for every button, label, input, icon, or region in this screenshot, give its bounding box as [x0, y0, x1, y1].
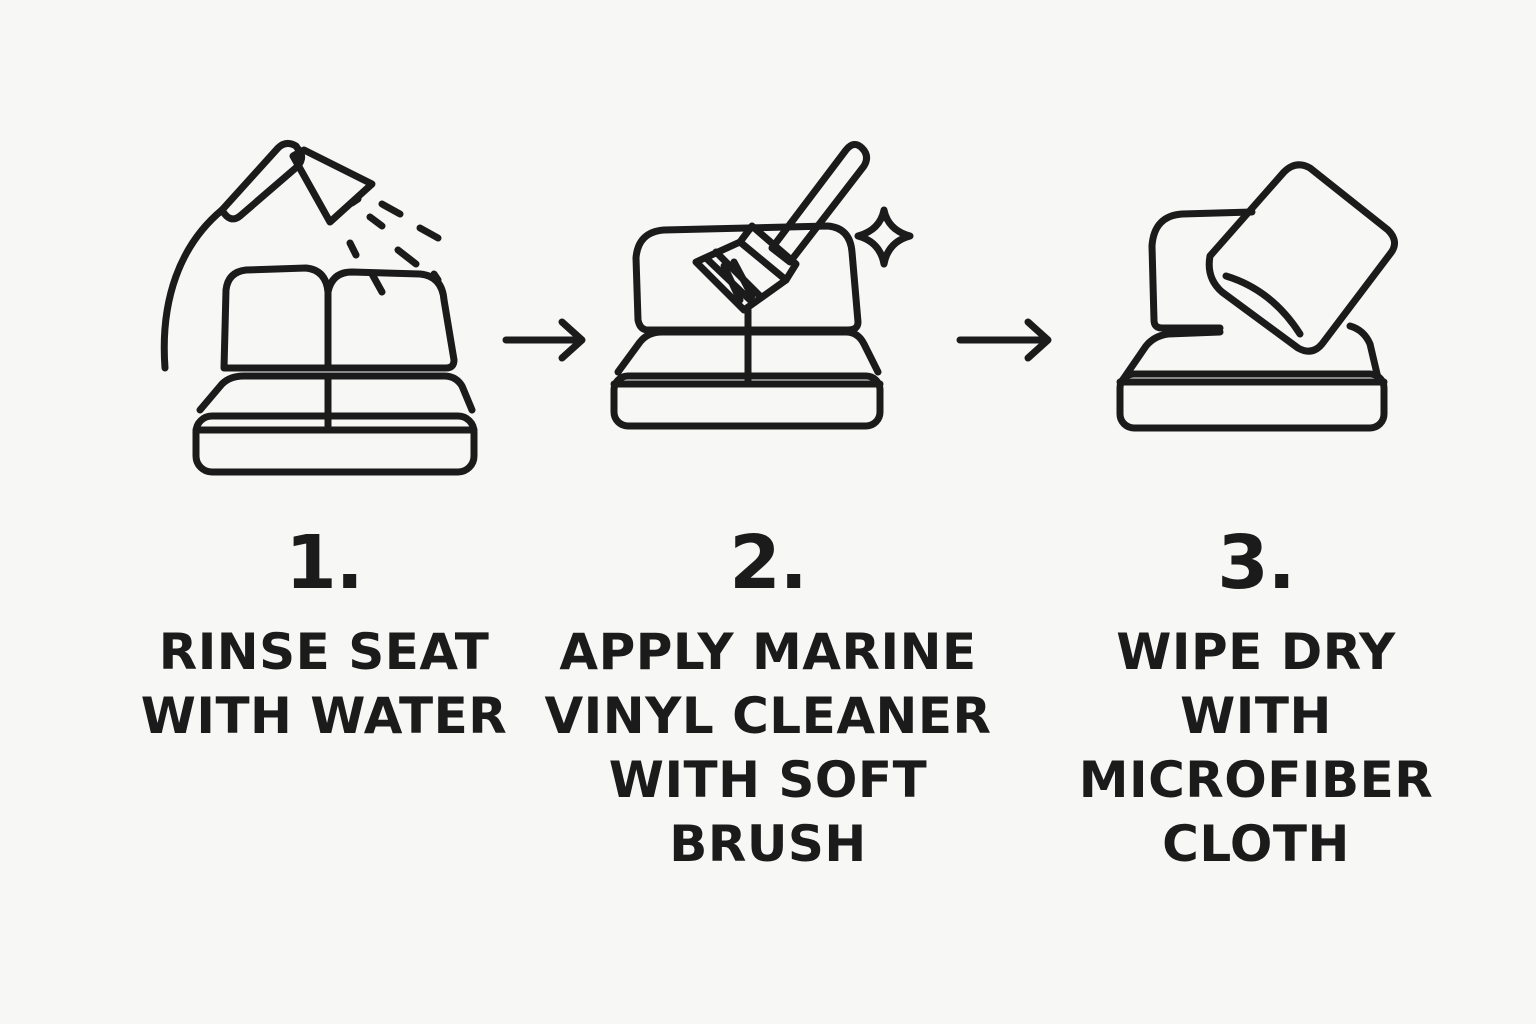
step-label-line: APPLY MARINE	[559, 623, 977, 681]
step-label-line: CLOTH	[1162, 815, 1350, 873]
step-label-line: RINSE SEAT	[158, 623, 490, 681]
step-number: 2.	[729, 520, 808, 606]
step-2: 2. APPLY MARINE VINYL CLEANER WITH SOFT …	[544, 0, 991, 1024]
brush-on-seat-icon	[610, 141, 914, 430]
step-label-line: VINYL CLEANER	[544, 687, 992, 745]
spray-head-icon	[289, 146, 376, 226]
step-label-line: MICROFIBER	[1078, 751, 1434, 809]
hose-spraying-seat-icon	[160, 139, 478, 476]
arrow-right-icon	[502, 318, 586, 362]
step-number: 3.	[1217, 520, 1296, 606]
spray-nozzle-icon	[218, 139, 306, 223]
hose-icon	[160, 206, 226, 372]
step-label-line: BRUSH	[669, 815, 867, 873]
step-number: 1.	[285, 520, 364, 606]
step-label-line: WIPE DRY	[1116, 623, 1396, 681]
step-label: APPLY MARINE VINYL CLEANER WITH SOFT BRU…	[508, 620, 1028, 876]
brush-handle-icon	[768, 141, 871, 266]
cloth-on-seat-icon	[1116, 161, 1398, 432]
step-1: 1. RINSE SEAT WITH WATER	[108, 0, 548, 1024]
microfiber-cloth-icon	[1205, 161, 1398, 355]
arrow-right-icon	[956, 318, 1052, 362]
step-label-line: WITH WATER	[140, 687, 508, 745]
step-label-line: WITH	[1180, 687, 1332, 745]
step-label: RINSE SEAT WITH WATER	[4, 620, 644, 748]
step-3: 3. WIPE DRY WITH MICROFIBER CLOTH	[1036, 0, 1476, 1024]
step-label-line: WITH SOFT	[608, 751, 928, 809]
sparkle-icon	[854, 206, 914, 268]
step-label: WIPE DRY WITH MICROFIBER CLOTH	[996, 620, 1516, 876]
